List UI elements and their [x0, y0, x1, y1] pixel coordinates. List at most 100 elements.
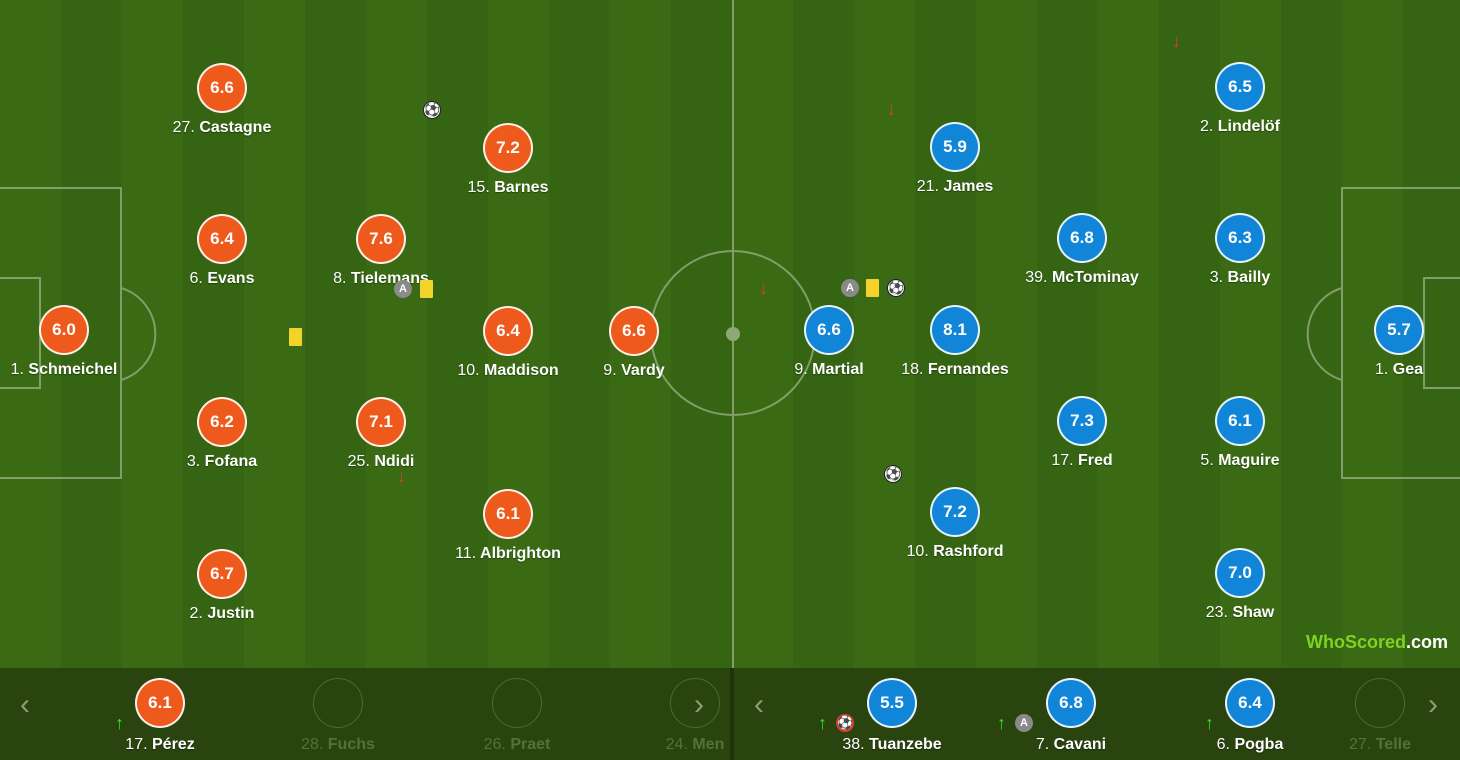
player-shaw[interactable]: 7.0 23. Shaw	[1160, 548, 1320, 622]
player-name: Vardy	[621, 362, 665, 379]
player-barnes[interactable]: ⚽ 7.2 15. Barnes	[423, 101, 588, 197]
player-name: Pogba	[1234, 736, 1284, 753]
player-bailly[interactable]: 6.3 3. Bailly	[1160, 213, 1320, 287]
player-number: 18.	[901, 361, 924, 378]
arrow-down-icon: ↓	[397, 466, 406, 486]
player-name: Bailly	[1227, 269, 1271, 286]
arrow-up-icon: ↑	[997, 713, 1006, 733]
player-name: Pérez	[152, 736, 195, 753]
player-number: 10.	[906, 543, 929, 560]
player-maguire[interactable]: 6.1 5. Maguire	[1160, 396, 1320, 470]
player-number: 5.	[1200, 452, 1214, 469]
player-rating: 6.3	[1215, 213, 1265, 263]
substitutes-bar	[0, 668, 1460, 760]
soccer-ball-icon: ⚽	[887, 279, 905, 297]
player-rashford[interactable]: ⚽ 7.2 10. Rashford	[875, 465, 1035, 561]
player-number: 10.	[457, 362, 480, 379]
player-rating: 7.0	[1215, 548, 1265, 598]
player-number: 2.	[189, 605, 203, 622]
arrow-up-icon: ↑	[1205, 713, 1214, 733]
player-rating: 5.9	[930, 122, 980, 172]
player-rating: 6.4	[483, 306, 533, 356]
player-vardy[interactable]: 6.6 9. Vardy	[554, 306, 714, 380]
player-rating: 7.3	[1057, 396, 1107, 446]
player-martial[interactable]: ↓ 6.6 9. Martial	[749, 279, 909, 379]
arrow-up-icon: ↑	[115, 713, 124, 733]
arrow-down-icon: ↓	[887, 99, 896, 119]
player-gea[interactable]: 5.7 1. Gea	[1319, 305, 1460, 379]
sub-perez[interactable]: ↑ 6.1 17. Pérez	[80, 678, 240, 754]
home-subs-prev-button[interactable]: ‹	[20, 688, 30, 721]
player-name: Justin	[207, 605, 255, 622]
own-goal-icon: ⚽	[836, 714, 854, 732]
player-number: 17.	[125, 736, 148, 753]
player-name: Fred	[1078, 452, 1113, 469]
player-number: 23.	[1205, 604, 1228, 621]
player-number: 17.	[1051, 452, 1074, 469]
player-number: 6.	[1216, 736, 1230, 753]
away-subs-next-button[interactable]: ›	[1428, 688, 1438, 721]
player-fofana[interactable]: 6.2 3. Fofana	[142, 397, 302, 471]
player-maddison[interactable]: A 6.4 10. Maddison	[394, 280, 588, 380]
player-name: Fofana	[204, 453, 258, 470]
player-fred[interactable]: 7.3 17. Fred	[1002, 396, 1162, 470]
player-james[interactable]: ↓ 5.9 21. James	[875, 100, 1035, 196]
player-name: Albrighton	[480, 545, 561, 562]
player-tielemans[interactable]: 7.6 8. Tielemans	[301, 214, 461, 288]
player-rating: 6.1	[1215, 396, 1265, 446]
player-mctominay[interactable]: 6.8 39. McTominay	[1002, 213, 1162, 287]
player-rating: 6.6	[609, 306, 659, 356]
player-rating: 7.6	[356, 214, 406, 264]
player-name: Schmeichel	[28, 361, 118, 378]
away-subs-prev-button[interactable]: ‹	[754, 688, 764, 721]
sub-fuchs[interactable]: 28. Fuchs	[258, 678, 418, 754]
player-rating: 6.1	[135, 678, 185, 728]
player-number: 27.	[1349, 736, 1372, 753]
player-name: Tielemans	[350, 270, 429, 287]
sub-telle[interactable]: 27. Telle	[1300, 678, 1460, 754]
player-name: Martial	[812, 361, 864, 378]
player-number: 3.	[186, 453, 201, 470]
player-name: Shaw	[1232, 604, 1275, 621]
player-albrighton[interactable]: ↓ 6.1 11. Albrighton	[397, 467, 588, 563]
player-number: 6.	[189, 270, 203, 287]
player-rating: 8.1	[930, 305, 980, 355]
player-number: 11.	[455, 545, 477, 562]
player-number: 8.	[333, 270, 347, 287]
sub-tuanzebe[interactable]: ↑ ⚽ 5.5 38. Tuanzebe	[812, 678, 972, 754]
player-evans[interactable]: 6.4 6. Evans	[142, 214, 302, 288]
player-number: 3.	[1209, 269, 1224, 286]
player-fernandes[interactable]: A ⚽ 8.1 18. Fernandes	[841, 279, 1035, 379]
player-lindelof[interactable]: ↓ 6.5 2. Lindelöf	[1160, 32, 1320, 136]
player-number: 39.	[1025, 269, 1048, 286]
pitch: 6.0 1. Schmeichel 6.6 27. Castagne 6.4 6…	[0, 0, 1460, 668]
player-name: Fernandes	[927, 361, 1009, 378]
sub-men[interactable]: 24. Men	[615, 678, 775, 754]
assist-icon: A	[394, 280, 412, 298]
sub-cavani[interactable]: ↑ A 6.8 7. Cavani	[991, 678, 1151, 754]
player-name: Barnes	[494, 179, 549, 196]
sub-pogba[interactable]: ↑ 6.4 6. Pogba	[1170, 678, 1330, 754]
player-rating: 6.7	[197, 549, 247, 599]
player-number: 24.	[665, 736, 688, 753]
whoscored-logo: WhoScored.com	[1305, 632, 1448, 652]
sub-praet[interactable]: 26. Praet	[437, 678, 597, 754]
player-rating: 5.7	[1374, 305, 1424, 355]
player-name: Maddison	[484, 362, 559, 379]
player-ndidi[interactable]: 7.1 25. Ndidi	[289, 328, 461, 471]
player-name: Telle	[1375, 736, 1411, 753]
player-number: 27.	[172, 119, 195, 136]
player-name: Fuchs	[327, 736, 375, 753]
player-justin[interactable]: 6.7 2. Justin	[142, 549, 302, 623]
player-schmeichel[interactable]: 6.0 1. Schmeichel	[0, 305, 144, 379]
player-castagne[interactable]: 6.6 27. Castagne	[142, 63, 302, 137]
player-number: 9.	[603, 362, 617, 379]
player-name: Evans	[207, 270, 255, 287]
player-number: 38.	[842, 736, 865, 753]
player-rating: 6.8	[1046, 678, 1096, 728]
player-rating: 6.6	[804, 305, 854, 355]
player-rating: 6.0	[39, 305, 89, 355]
player-name: Lindelöf	[1217, 118, 1280, 135]
bench-divider	[730, 668, 734, 760]
yellow-card-icon	[289, 328, 302, 346]
